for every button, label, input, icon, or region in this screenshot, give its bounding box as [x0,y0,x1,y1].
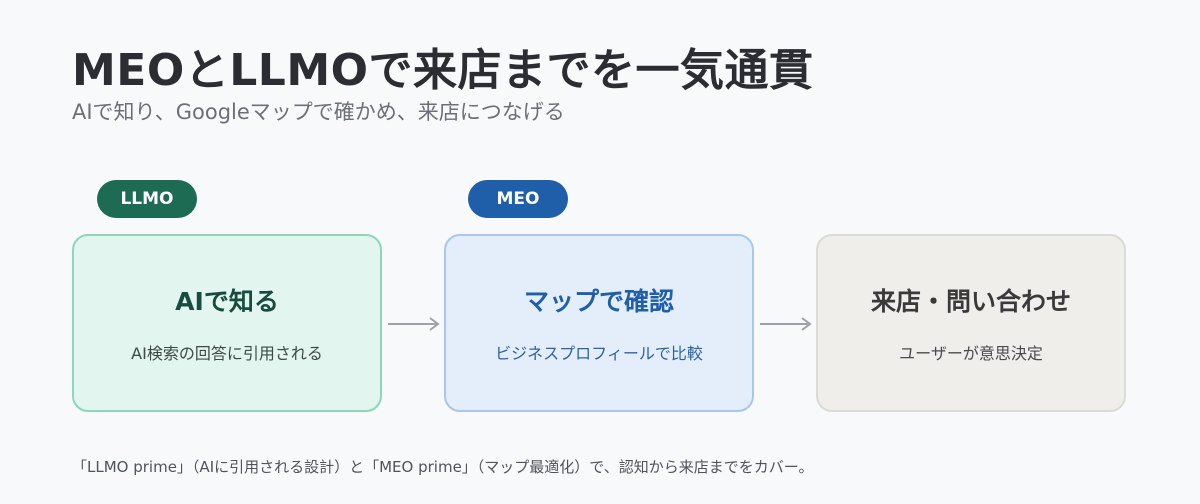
arrow-right-icon [388,317,440,331]
meo-badge: MEO [468,180,568,218]
step-description: ユーザーが意思決定 [899,344,1043,363]
page-subtitle: AIで知り、Googleマップで確かめ、来店につなげる [72,100,565,124]
page-title: MEOとLLMOで来店までを一気通貫 [72,45,814,96]
step-card-visit-or-inquiry: 来店・問い合わせ ユーザーが意思決定 [816,234,1126,412]
arrow-right-icon [760,317,812,331]
step-description: AI検索の回答に引用される [131,344,323,363]
step-card-check-on-map: マップで確認 ビジネスプロフィールで比較 [444,234,754,412]
step-card-know-via-ai: AIで知る AI検索の回答に引用される [72,234,382,412]
step-title: マップで確認 [523,287,674,316]
footer-note: 「LLMO prime」（AIに引用される設計）と「MEO prime」（マップ… [72,458,814,476]
llmo-badge: LLMO [97,180,197,218]
step-title: AIで知る [175,287,279,316]
step-title: 来店・問い合わせ [870,287,1071,316]
step-description: ビジネスプロフィールで比較 [495,344,703,363]
